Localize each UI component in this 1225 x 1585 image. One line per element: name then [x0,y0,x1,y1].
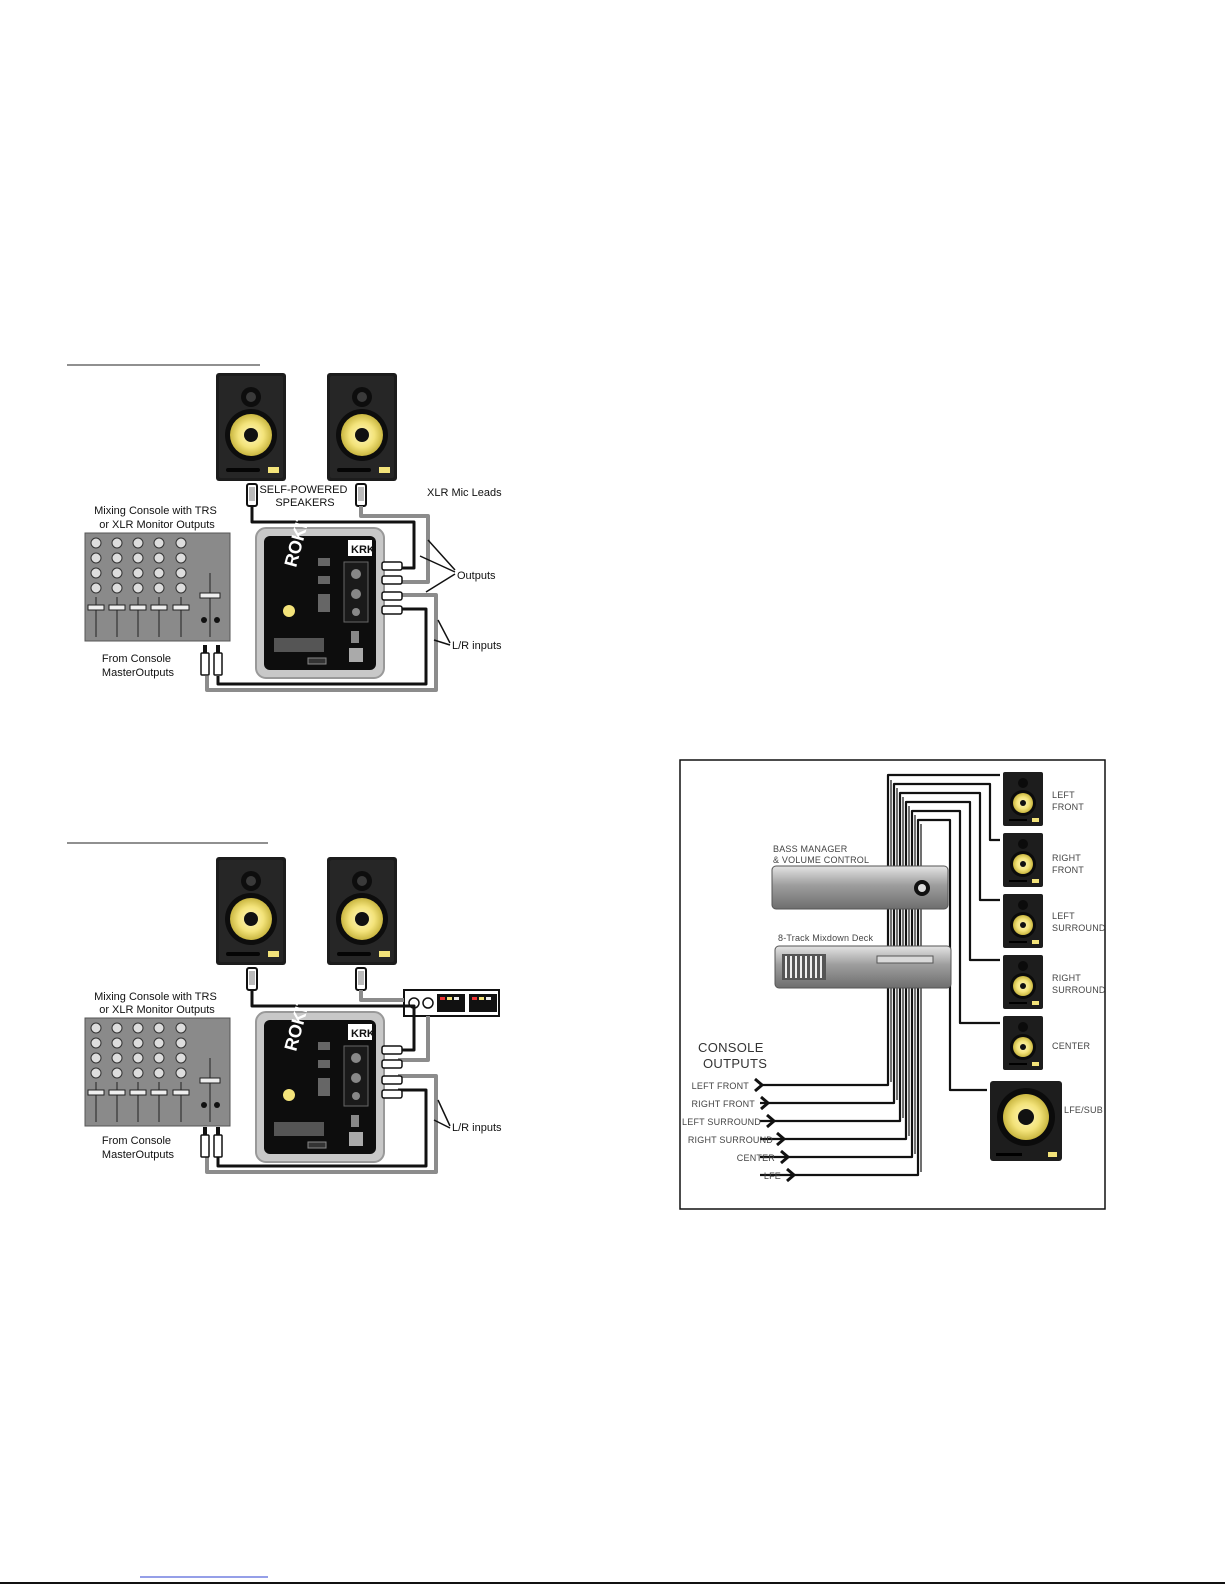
from-console-label: From Console MasterOutputs [102,1135,175,1161]
label-right-front: RIGHT FRONT [1052,853,1084,875]
cable-routes [205,506,456,692]
label-lfe-sub: LFE/SUB [1064,1105,1103,1115]
subwoofer-rear-panel [255,508,385,679]
surround-setup-diagram: BASS MANAGER & VOLUME CONTROL 8-Track Mi… [679,759,1106,1210]
cable-routes [205,990,451,1174]
xlr-leads-label: XLR Mic Leads [427,487,502,499]
speaker-left-surround [1003,894,1043,948]
left-speaker [216,373,286,481]
speaker-right-front [1003,833,1043,887]
xlr-plug-right [355,967,367,991]
speaker-right-surround [1003,955,1043,1009]
xlr-plug-right [355,483,367,507]
left-speaker [216,857,286,965]
speaker-lfe-sub [990,1081,1062,1161]
lr-inputs-label: L/R inputs [452,640,502,652]
input-left-front: LEFT FRONT [692,1081,750,1091]
label-right-surround: RIGHT SURROUND [1052,973,1106,995]
console-label: Mixing Console with TRS or XLR Monitor O… [94,991,220,1016]
console-output-list: LEFT FRONT RIGHT FRONT LEFT SURROUND RIG… [682,1077,796,1183]
stereo-eq-setup-diagram: Mixing Console with TRS or XLR Monitor O… [67,842,502,1174]
right-speaker [327,857,397,965]
label-center: CENTER [1052,1041,1091,1051]
jack-plugs [200,644,223,676]
right-speaker [327,373,397,481]
mixdown-deck-label: 8-Track Mixdown Deck [778,933,873,943]
label-left-front: LEFT FRONT [1052,790,1084,812]
stereo-setup-diagram: SELF-POWERED SPEAKERS XLR Mic Leads Mixi… [67,364,502,692]
mixing-console [84,1017,231,1127]
bass-manager-unit [771,865,949,910]
jack-plugs [200,1126,223,1158]
input-right-front: RIGHT FRONT [691,1099,755,1109]
outboard-processor [403,989,500,1017]
console-outputs-label: CONSOLE OUTPUTS [698,1040,768,1071]
input-left-surround: LEFT SURROUND [682,1117,761,1127]
input-center: CENTER [737,1153,776,1163]
cable-bundle [760,773,1000,1177]
lr-inputs-label: L/R inputs [452,1122,502,1134]
from-console-label: From Console MasterOutputs [102,653,175,679]
xlr-plug-left [246,483,258,507]
outputs-label: Outputs [457,570,496,582]
speaker-center [1003,1016,1043,1070]
speaker-left-front [1003,772,1043,826]
mixdown-deck-unit [774,945,952,989]
input-right-surround: RIGHT SURROUND [688,1135,773,1145]
mixing-console [84,532,231,642]
bass-manager-label: BASS MANAGER & VOLUME CONTROL [773,844,869,865]
input-lfe: LFE [764,1171,781,1181]
label-left-surround: LEFT SURROUND [1052,911,1106,933]
subwoofer-rear-panel [255,992,385,1163]
console-label: Mixing Console with TRS or XLR Monitor O… [94,505,220,531]
speakers-label: SELF-POWERED SPEAKERS [259,484,350,509]
xlr-plug-left [246,967,258,991]
